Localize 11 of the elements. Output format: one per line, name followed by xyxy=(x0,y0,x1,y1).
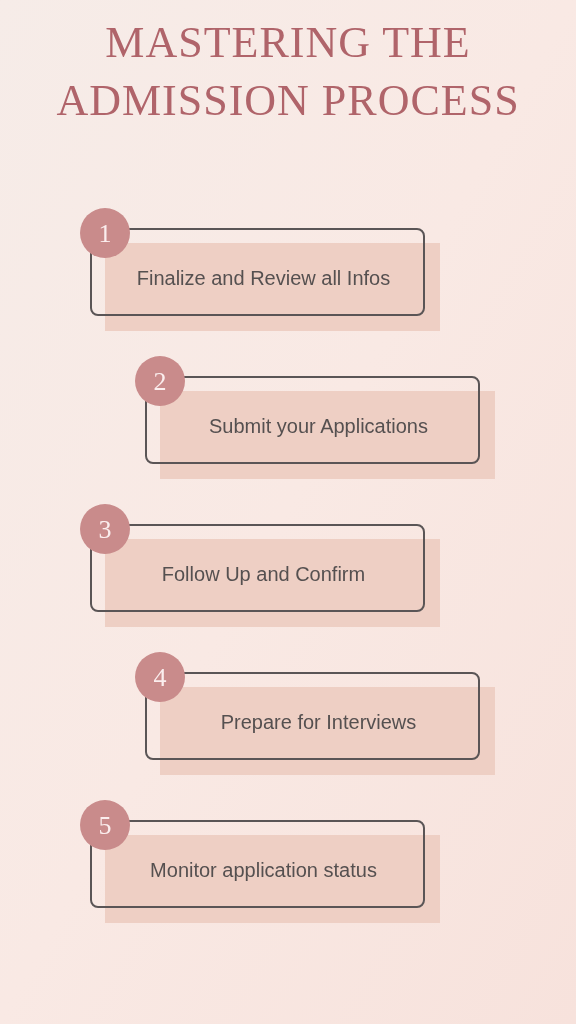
step-text: Monitor application status xyxy=(150,858,377,883)
step-text: Prepare for Interviews xyxy=(220,710,417,735)
step-number: 5 xyxy=(98,809,112,842)
title: MASTERING THE ADMISSION PROCESS xyxy=(55,17,521,127)
step-number: 3 xyxy=(98,513,112,546)
step-number: 1 xyxy=(98,217,112,250)
step-text: Submit your Applications xyxy=(209,414,428,439)
step-number: 2 xyxy=(153,365,167,398)
step-text: Follow Up and Confirm xyxy=(161,562,366,587)
step-number: 4 xyxy=(153,661,167,694)
step-text: Finalize and Review all Infos xyxy=(136,266,391,291)
